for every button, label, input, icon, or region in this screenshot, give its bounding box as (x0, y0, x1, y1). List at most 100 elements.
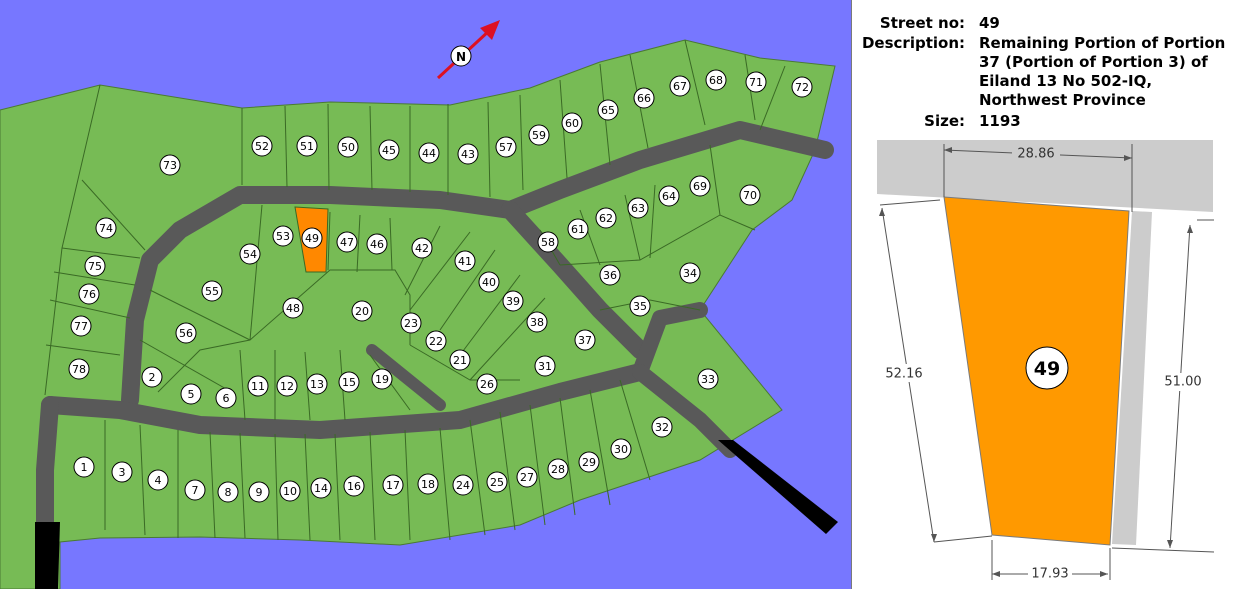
stand-label-46[interactable]: 46 (366, 233, 388, 255)
stand-label-74[interactable]: 74 (95, 217, 117, 239)
stand-label-41[interactable]: 41 (454, 250, 476, 272)
stand-number: 14 (314, 482, 328, 495)
stand-label-70[interactable]: 70 (739, 184, 761, 206)
stand-number: 41 (458, 255, 472, 268)
stand-number: 54 (243, 248, 257, 261)
stand-label-8[interactable]: 8 (217, 481, 239, 503)
stand-label-33[interactable]: 33 (697, 368, 719, 390)
stand-label-circle (351, 300, 373, 322)
stand-number: 65 (601, 104, 615, 117)
stand-label-22[interactable]: 22 (425, 330, 447, 352)
stand-label-44[interactable]: 44 (418, 142, 440, 164)
stand-label-3[interactable]: 3 (111, 461, 133, 483)
stand-label-6[interactable]: 6 (215, 387, 237, 409)
stand-label-64[interactable]: 64 (658, 185, 680, 207)
stand-label-72[interactable]: 72 (791, 76, 813, 98)
stand-label-63[interactable]: 63 (627, 197, 649, 219)
stand-label-17[interactable]: 17 (382, 474, 404, 496)
stand-number: 4 (155, 474, 162, 487)
stand-label-45[interactable]: 45 (378, 139, 400, 161)
stand-label-47[interactable]: 47 (336, 231, 358, 253)
stand-label-7[interactable]: 7 (184, 479, 206, 501)
stand-label-61[interactable]: 61 (567, 218, 589, 240)
stand-label-19[interactable]: 19 (371, 368, 393, 390)
stand-label-circle (537, 231, 559, 253)
stand-label-42[interactable]: 42 (411, 237, 433, 259)
stand-label-29[interactable]: 29 (578, 451, 600, 473)
stand-label-40[interactable]: 40 (478, 271, 500, 293)
stand-label-65[interactable]: 65 (597, 99, 619, 121)
stand-number: 61 (571, 223, 585, 236)
stand-label-34[interactable]: 34 (679, 262, 701, 284)
stand-label-60[interactable]: 60 (561, 112, 583, 134)
stand-label-12[interactable]: 12 (276, 375, 298, 397)
stand-label-13[interactable]: 13 (306, 373, 328, 395)
stand-number: 73 (163, 159, 177, 172)
stand-label-32[interactable]: 32 (651, 416, 673, 438)
stand-label-circle (217, 481, 239, 503)
stand-label-28[interactable]: 28 (547, 458, 569, 480)
stand-label-31[interactable]: 31 (534, 355, 556, 377)
stand-label-67[interactable]: 67 (669, 75, 691, 97)
stand-label-39[interactable]: 39 (502, 290, 524, 312)
stand-label-49[interactable]: 49 (301, 227, 323, 249)
stand-label-43[interactable]: 43 (457, 143, 479, 165)
stand-number: 45 (382, 144, 396, 157)
stand-label-69[interactable]: 69 (689, 175, 711, 197)
stand-number: 8 (225, 486, 232, 499)
stand-label-59[interactable]: 59 (528, 124, 550, 146)
stand-label-36[interactable]: 36 (599, 264, 621, 286)
stand-label-38[interactable]: 38 (526, 311, 548, 333)
stand-label-77[interactable]: 77 (70, 315, 92, 337)
stand-label-53[interactable]: 53 (272, 225, 294, 247)
stand-number: 75 (88, 260, 102, 273)
stand-label-51[interactable]: 51 (296, 135, 318, 157)
stand-label-24[interactable]: 24 (452, 474, 474, 496)
stand-label-62[interactable]: 62 (595, 207, 617, 229)
stand-label-15[interactable]: 15 (338, 371, 360, 393)
stand-label-14[interactable]: 14 (310, 477, 332, 499)
stand-label-57[interactable]: 57 (495, 136, 517, 158)
stand-label-78[interactable]: 78 (68, 358, 90, 380)
stand-label-54[interactable]: 54 (239, 243, 261, 265)
stand-label-10[interactable]: 10 (279, 480, 301, 502)
stand-label-18[interactable]: 18 (417, 473, 439, 495)
stand-label-68[interactable]: 68 (705, 69, 727, 91)
stand-label-35[interactable]: 35 (629, 295, 651, 317)
stand-label-20[interactable]: 20 (351, 300, 373, 322)
north-compass: N (436, 20, 500, 80)
stand-number: 57 (499, 141, 513, 154)
stand-label-71[interactable]: 71 (745, 71, 767, 93)
panel-divider (851, 0, 852, 589)
stand-number: 6 (223, 392, 230, 405)
stand-label-73[interactable]: 73 (159, 154, 181, 176)
stand-label-50[interactable]: 50 (337, 136, 359, 158)
stand-label-circle (247, 375, 269, 397)
stand-label-2[interactable]: 2 (141, 366, 163, 388)
stand-label-58[interactable]: 58 (537, 231, 559, 253)
stand-label-23[interactable]: 23 (400, 312, 422, 334)
stand-label-11[interactable]: 11 (247, 375, 269, 397)
stand-label-16[interactable]: 16 (343, 475, 365, 497)
stand-label-66[interactable]: 66 (633, 87, 655, 109)
stand-number: 50 (341, 141, 355, 154)
stand-label-5[interactable]: 5 (180, 383, 202, 405)
stand-label-9[interactable]: 9 (248, 481, 270, 503)
stand-number: 3 (119, 466, 126, 479)
stand-label-4[interactable]: 4 (147, 469, 169, 491)
stand-label-56[interactable]: 56 (175, 322, 197, 344)
stand-label-21[interactable]: 21 (449, 349, 471, 371)
stand-label-76[interactable]: 76 (78, 283, 100, 305)
stand-label-circle (425, 330, 447, 352)
stand-label-25[interactable]: 25 (486, 471, 508, 493)
stand-label-37[interactable]: 37 (574, 329, 596, 351)
stand-label-1[interactable]: 1 (73, 456, 95, 478)
stand-label-75[interactable]: 75 (84, 255, 106, 277)
stand-label-52[interactable]: 52 (251, 135, 273, 157)
stand-label-26[interactable]: 26 (476, 373, 498, 395)
stand-label-27[interactable]: 27 (516, 466, 538, 488)
stand-label-48[interactable]: 48 (282, 297, 304, 319)
stand-label-55[interactable]: 55 (201, 280, 223, 302)
stand-label-30[interactable]: 30 (610, 438, 632, 460)
